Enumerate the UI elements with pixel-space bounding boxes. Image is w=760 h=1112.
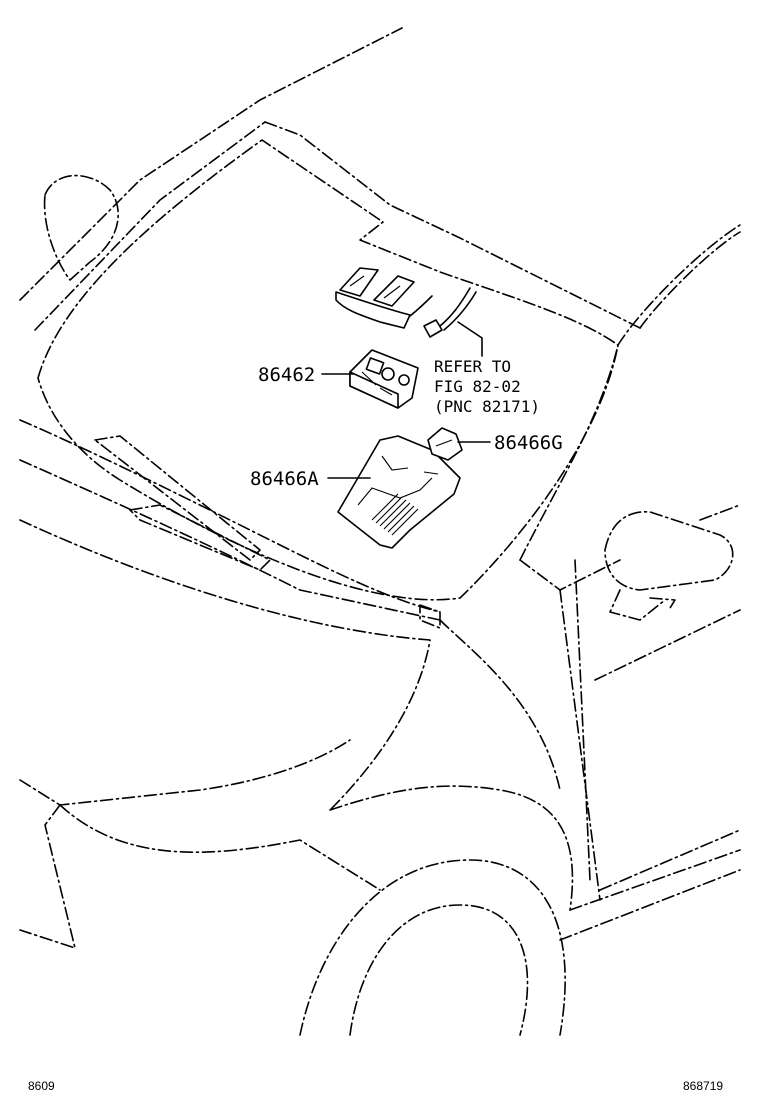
harness-connector bbox=[409, 287, 477, 338]
reference-note: REFER TO FIG 82-02 (PNC 82171) bbox=[434, 357, 540, 416]
part-86462-sensor bbox=[349, 349, 419, 409]
reference-note-line2: FIG 82-02 bbox=[434, 377, 521, 396]
callout-86466G: 86466G bbox=[494, 432, 563, 454]
callout-86466A: 86466A bbox=[250, 468, 319, 490]
leader-lines bbox=[321, 321, 491, 479]
callout-86462: 86462 bbox=[258, 364, 315, 386]
reference-note-line3: (PNC 82171) bbox=[434, 397, 540, 416]
cover-vent-grille bbox=[371, 493, 419, 536]
windshield-bracket bbox=[335, 267, 415, 329]
reference-note-line1: REFER TO bbox=[434, 357, 511, 376]
footer-right-code: 868719 bbox=[683, 1079, 723, 1093]
car-body-outline bbox=[19, 27, 741, 1036]
part-86466A-cover bbox=[337, 435, 461, 549]
part-86466G-cover bbox=[427, 427, 463, 461]
footer-left-code: 8609 bbox=[28, 1079, 55, 1093]
